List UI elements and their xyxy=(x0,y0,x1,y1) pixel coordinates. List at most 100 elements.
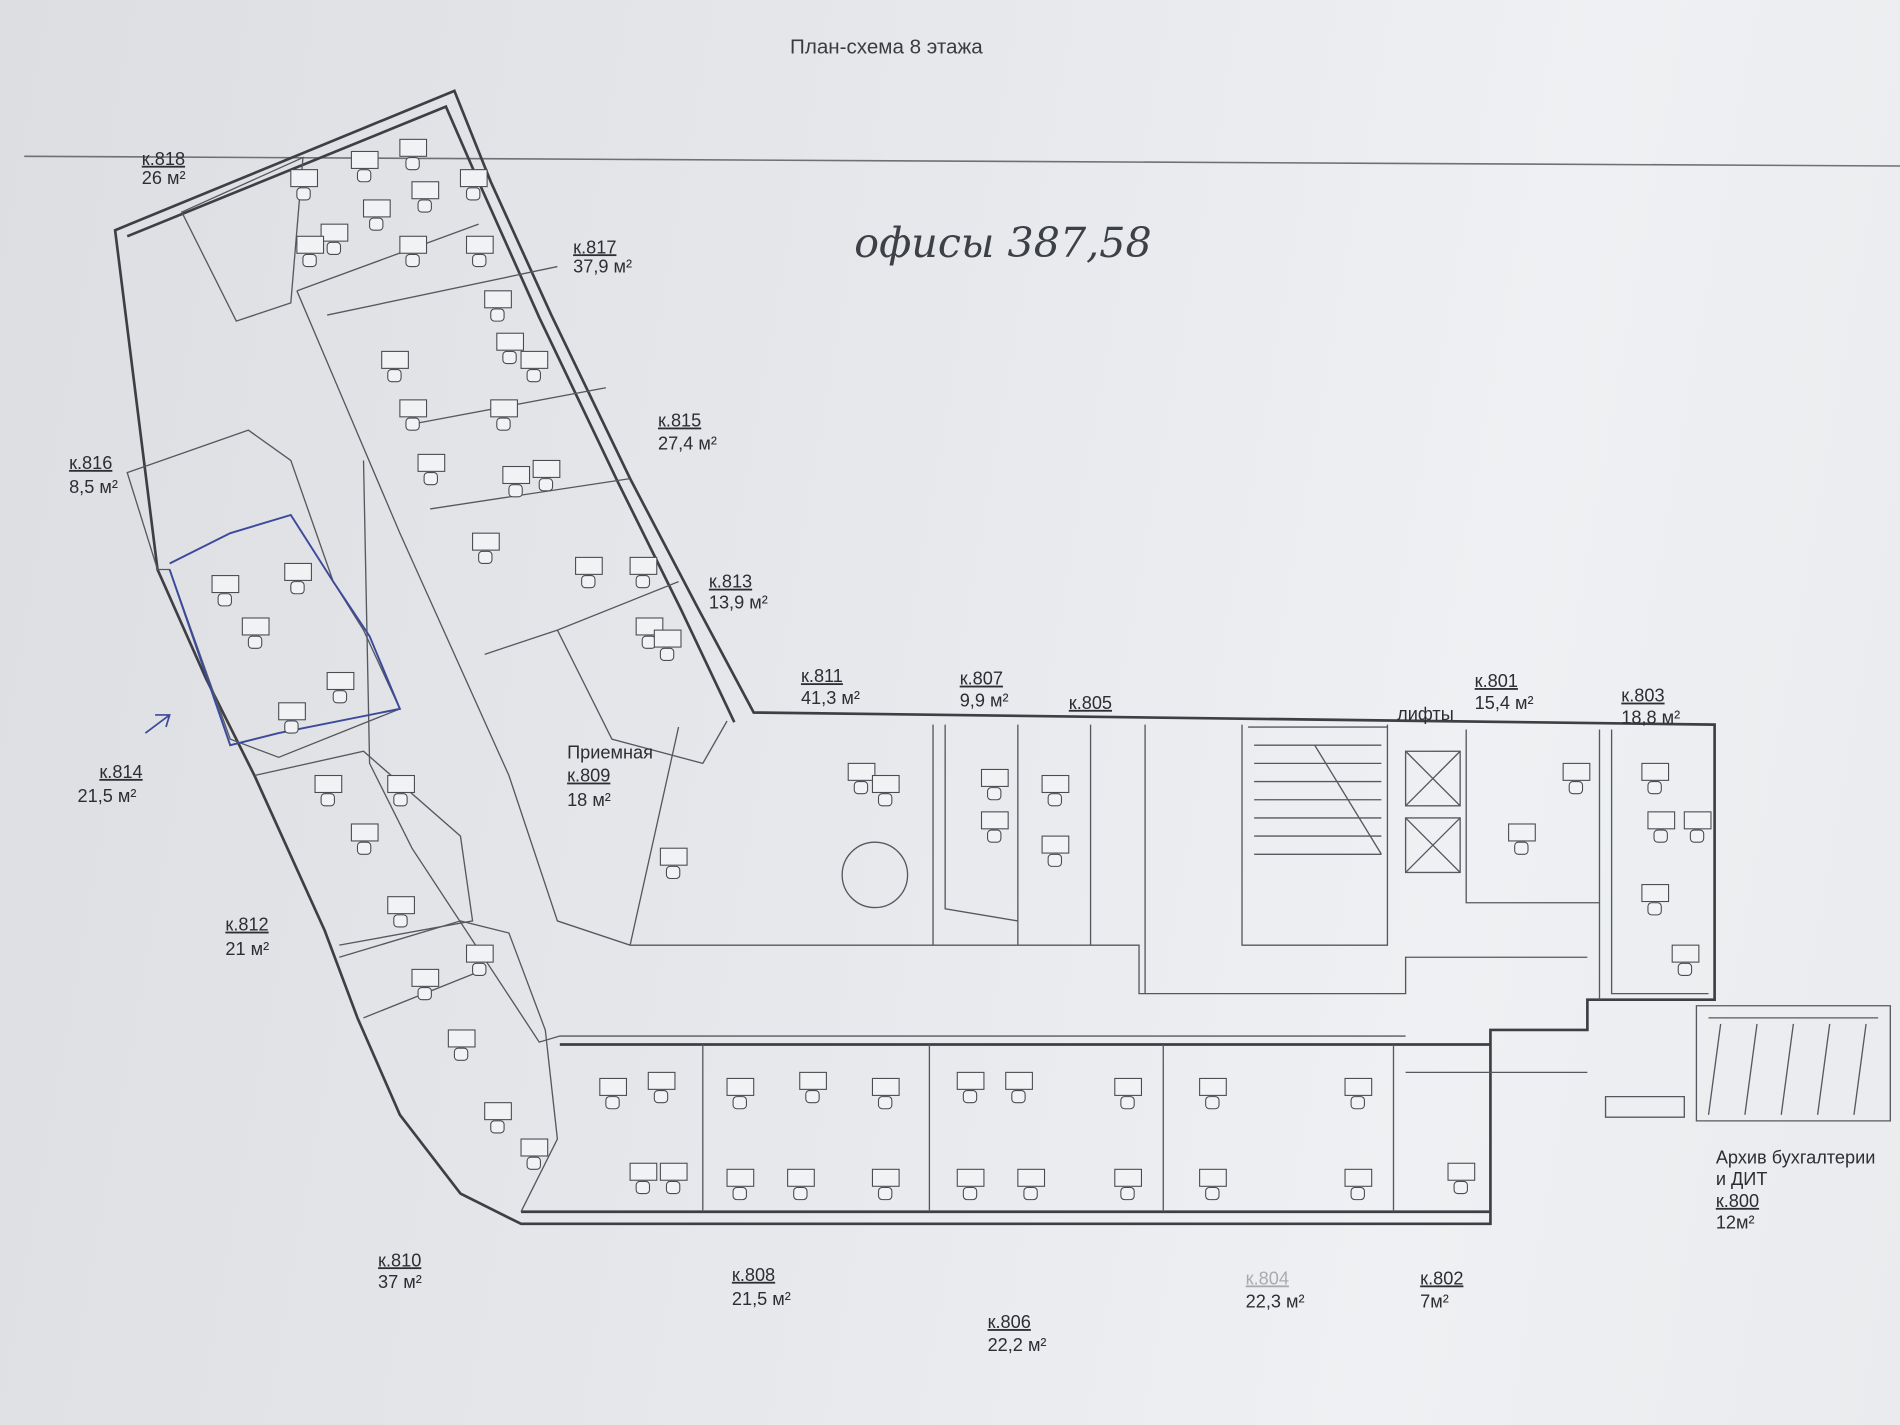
desk-symbol xyxy=(1017,1168,1046,1187)
chair-symbol xyxy=(1011,1090,1026,1104)
chair-symbol xyxy=(405,156,420,171)
desk-symbol xyxy=(399,235,428,254)
chair-symbol xyxy=(302,253,317,268)
desk-symbol xyxy=(362,199,391,218)
desk-symbol xyxy=(1671,944,1700,963)
desk-symbol xyxy=(647,1071,676,1090)
desk-symbol xyxy=(465,944,494,963)
desk-symbol xyxy=(726,1077,755,1096)
desk-symbol xyxy=(847,762,876,781)
chair-symbol xyxy=(1653,829,1668,843)
plan-title: План-схема 8 этажа xyxy=(790,35,983,58)
svg-text:к.809: к.809 xyxy=(567,766,610,786)
chair-symbol xyxy=(320,793,335,807)
furniture-layer xyxy=(211,138,1712,1201)
desk-symbol xyxy=(659,847,688,866)
chair-symbol xyxy=(962,1186,978,1201)
chair-symbol xyxy=(502,350,517,365)
chair-symbol xyxy=(1120,1096,1135,1110)
desk-symbol xyxy=(980,811,1009,830)
svg-text:к.813: к.813 xyxy=(709,572,752,592)
desk-symbol xyxy=(629,556,658,575)
chair-symbol xyxy=(356,169,372,183)
desk-symbol xyxy=(465,235,494,254)
desk-symbol xyxy=(284,562,312,581)
chair-symbol xyxy=(472,253,487,268)
chair-symbol xyxy=(635,1180,651,1195)
desk-symbol xyxy=(484,1102,512,1121)
svg-text:к.814: к.814 xyxy=(99,762,142,782)
handwritten-note: офисы 387,58 xyxy=(854,219,1151,267)
desk-symbol xyxy=(320,223,349,242)
chair-symbol xyxy=(1205,1096,1220,1110)
desk-symbol xyxy=(520,1138,549,1157)
chair-symbol xyxy=(490,308,505,322)
chair-symbol xyxy=(605,1096,620,1110)
svg-text:Архив бухгалтерии: Архив бухгалтерии xyxy=(1716,1147,1876,1167)
chair-symbol xyxy=(641,635,657,649)
chair-symbol xyxy=(1047,853,1063,867)
svg-text:к.810: к.810 xyxy=(378,1250,421,1270)
svg-text:15,4 м²: 15,4 м² xyxy=(1475,693,1534,713)
svg-text:37 м²: 37 м² xyxy=(378,1272,422,1292)
svg-text:к.817: к.817 xyxy=(573,237,616,257)
chair-symbol xyxy=(1047,793,1063,807)
desk-symbol xyxy=(871,774,900,794)
desk-symbol xyxy=(387,774,415,794)
chair-symbol xyxy=(405,417,420,431)
desk-symbol xyxy=(411,968,440,987)
desk-symbol xyxy=(599,1077,628,1096)
desk-symbol xyxy=(1641,762,1670,781)
desk-symbol xyxy=(387,896,415,915)
chair-symbol xyxy=(1568,781,1584,795)
chair-symbol xyxy=(465,187,481,201)
chair-symbol xyxy=(805,1090,820,1104)
chair-symbol xyxy=(453,1047,469,1061)
page-fold-line xyxy=(24,155,1900,167)
desk-symbol xyxy=(1114,1077,1142,1096)
chair-symbol xyxy=(1205,1186,1220,1201)
elevators-label: лифты xyxy=(1397,704,1454,724)
chair-symbol xyxy=(987,787,1002,801)
svg-text:26 м²: 26 м² xyxy=(142,168,186,188)
svg-text:к.818: к.818 xyxy=(142,149,185,169)
chair-symbol xyxy=(1023,1186,1038,1201)
desk-symbol xyxy=(1447,1162,1476,1181)
desk-symbol xyxy=(1114,1168,1142,1187)
svg-text:к.811: к.811 xyxy=(801,666,843,686)
desk-symbol xyxy=(1041,774,1070,794)
svg-text:41,3 м²: 41,3 м² xyxy=(801,688,860,708)
chair-symbol xyxy=(369,217,384,231)
desk-symbol xyxy=(787,1168,815,1187)
svg-text:к.802: к.802 xyxy=(1420,1268,1463,1288)
svg-text:12м²: 12м² xyxy=(1716,1213,1755,1233)
chair-symbol xyxy=(538,478,554,492)
chair-symbol xyxy=(296,187,311,201)
desk-symbol xyxy=(211,575,240,594)
chair-symbol xyxy=(284,720,299,734)
desk-symbol xyxy=(296,235,325,254)
chair-symbol xyxy=(393,793,408,807)
desk-symbol xyxy=(1041,835,1070,854)
desk-symbol xyxy=(1562,762,1591,781)
chair-symbol xyxy=(635,575,651,589)
chair-symbol xyxy=(417,987,432,1001)
chair-symbol xyxy=(732,1096,747,1110)
chair-symbol xyxy=(853,781,869,795)
desk-symbol xyxy=(490,399,518,418)
chair-symbol xyxy=(290,581,305,595)
chair-symbol xyxy=(1514,841,1529,855)
